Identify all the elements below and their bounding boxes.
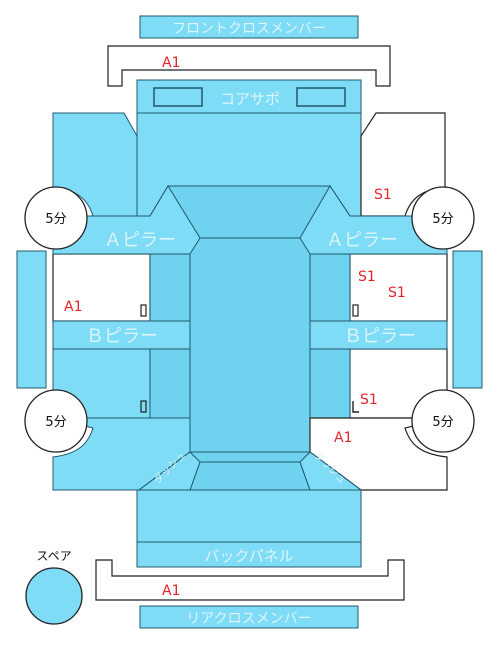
damage-code-right-door-s1-a: S1 (358, 269, 376, 285)
front-cross-member-label: フロントクロスメンバー (172, 21, 326, 37)
damage-code-rear-a1: A1 (162, 583, 180, 599)
right-side-bar[interactable] (452, 250, 483, 389)
tire-front-left[interactable] (24, 186, 88, 250)
left-b-pillar-label: Ｂピラー (86, 326, 158, 347)
spare-tire[interactable] (25, 567, 83, 625)
tire-rear-right-label: 5分 (432, 415, 453, 430)
front-bracket-outline (107, 45, 391, 87)
rear-bracket-outline (95, 559, 405, 601)
core-support-label: コアサポ (220, 90, 280, 108)
right-front-door-handle (352, 304, 359, 317)
tire-rear-right[interactable] (411, 389, 475, 453)
tire-front-right-label: 5分 (432, 212, 453, 227)
core-support-panel[interactable] (136, 79, 362, 114)
spare-label: スペア (36, 549, 71, 563)
left-front-door-handle (140, 304, 147, 317)
damage-code-right-door-s1-b: S1 (388, 285, 406, 301)
left-side-bar[interactable] (16, 250, 47, 389)
left-b-pillar[interactable] (52, 320, 191, 350)
right-a-pillar-label: Ａピラー (326, 230, 398, 251)
tire-rear-left-label: 5分 (45, 415, 66, 430)
back-panel[interactable] (136, 541, 362, 568)
rear-body-panel[interactable] (136, 489, 362, 543)
right-rear-door-handle (352, 401, 359, 413)
damage-code-front-a1: A1 (162, 55, 180, 71)
damage-code-right-quarter-a1: A1 (334, 430, 352, 446)
tire-front-left-label: 5分 (45, 212, 66, 227)
left-a-pillar-label: Ａピラー (104, 230, 176, 251)
right-b-pillar[interactable] (309, 320, 448, 350)
tire-front-right[interactable] (411, 186, 475, 250)
rear-cross-member-label: リアクロスメンバー (186, 611, 311, 627)
back-panel-label: バックパネル (204, 547, 293, 565)
left-rear-door-handle (140, 400, 147, 413)
headlight-left (153, 87, 203, 107)
roof-inner (189, 237, 311, 453)
damage-code-right-rear-door-s1: S1 (360, 392, 378, 408)
right-b-pillar-label: Ｂピラー (344, 326, 416, 347)
damage-code-left-door-a1: A1 (64, 299, 82, 315)
trunk-lid-center (189, 461, 311, 491)
left-a-pillar[interactable] (52, 185, 201, 255)
headlight-right (296, 87, 346, 107)
right-a-pillar[interactable] (299, 185, 448, 255)
damage-code-right-fender-s1: S1 (374, 187, 392, 203)
rear-cross-member-panel[interactable] (139, 605, 359, 629)
front-cross-member-panel[interactable] (139, 15, 359, 39)
tire-rear-left[interactable] (24, 389, 88, 453)
